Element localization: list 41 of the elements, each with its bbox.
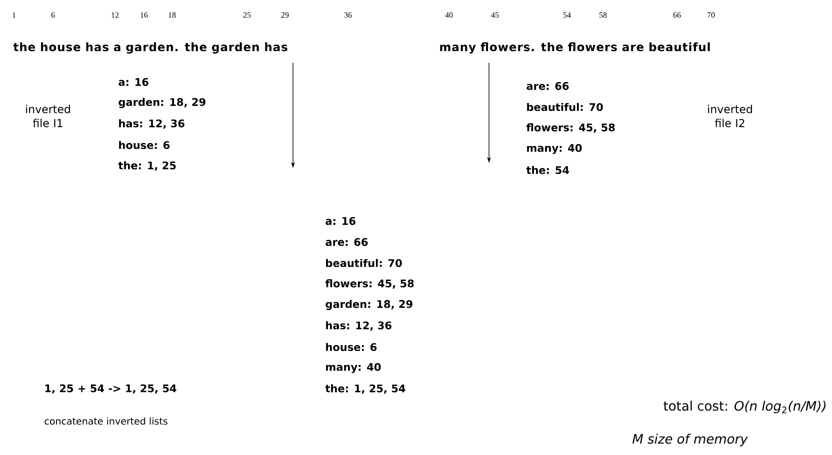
index-entry: garden: 18, 29 <box>118 98 206 108</box>
index-entry: beautiful: 70 <box>527 102 603 112</box>
caption-text: concatenate inverted lists <box>44 417 168 425</box>
index-entry: are: 66 <box>526 82 569 90</box>
position-number: 54 <box>563 12 571 18</box>
index-entry: house: 6 <box>119 140 170 150</box>
position-number: 40 <box>445 12 453 18</box>
cost-formula: total cost: O(n log$_{2}$(n/M)) <box>664 400 826 414</box>
caption-text: inverted file I1 <box>26 104 70 128</box>
sentence: many flowers. the flowers are beautiful <box>440 42 710 54</box>
index-entry: garden: 18, 29 <box>326 300 412 310</box>
index-entry: has: 12, 36 <box>119 119 184 129</box>
position-number: 70 <box>708 12 715 18</box>
position-number: 12 <box>112 12 119 18</box>
position-number: 18 <box>168 12 176 18</box>
index-entry: many: 40 <box>326 362 381 374</box>
index-entry: flowers: 45, 58 <box>526 123 615 133</box>
caption-text: M size of memory <box>632 434 748 446</box>
sentence: the house has a garden. the garden has <box>13 42 288 54</box>
index-entry: a: 16 <box>326 217 356 225</box>
index-entry: a: 16 <box>118 78 148 86</box>
index-entry: has: 12, 36 <box>326 321 392 331</box>
index-entry: the: 54 <box>526 166 570 174</box>
position-number: 1 <box>12 12 16 18</box>
position-number: 29 <box>281 12 289 18</box>
index-entry: beautiful: 70 <box>326 258 402 268</box>
index-entry: the: 1, 25, 54 <box>325 384 406 394</box>
position-number: 25 <box>243 12 251 18</box>
position-number: 45 <box>491 12 499 18</box>
merge-example: 1, 25 + 54 -> 1, 25, 54 <box>45 384 176 394</box>
caption-text: inverted file I2 <box>708 104 752 128</box>
position-number: 36 <box>344 12 352 18</box>
index-entry: flowers: 45, 58 <box>325 279 414 289</box>
position-number: 66 <box>673 12 681 18</box>
position-number: 6 <box>51 12 55 18</box>
index-entry: many: 40 <box>527 144 582 154</box>
position-number: 58 <box>599 12 607 18</box>
index-entry: house: 6 <box>326 342 377 352</box>
index-entry: are: 66 <box>326 238 368 246</box>
position-number: 16 <box>140 12 148 18</box>
index-entry: the: 1, 25 <box>118 161 176 171</box>
